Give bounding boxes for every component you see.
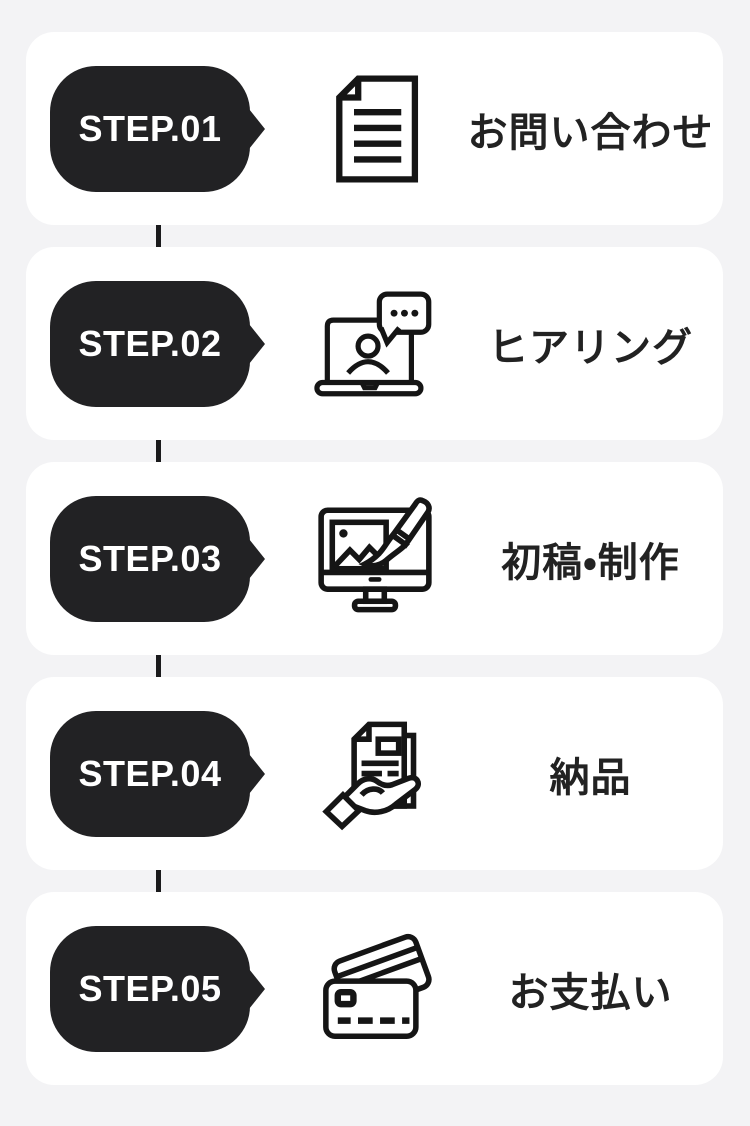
step-badge: STEP.03 [50, 495, 265, 622]
step-title: 初稿・制作 [501, 540, 680, 585]
step-badge-pill: STEP.01 [50, 65, 250, 192]
step-icon-box [310, 711, 440, 837]
step-title: お問い合わせ [467, 110, 714, 155]
process-flow: STEP.01 お問い合わせ STEP.02 [26, 32, 723, 1085]
step-connector [156, 655, 161, 677]
step-badge-arrow-icon [249, 968, 265, 1009]
step-card-4: STEP.04 納品 [26, 677, 723, 870]
design-monitor-icon [318, 496, 432, 612]
step-badge: STEP.02 [50, 280, 265, 407]
step-badge-label: STEP.02 [78, 322, 222, 364]
step-badge-pill: STEP.05 [50, 925, 250, 1052]
step-badge-pill: STEP.04 [50, 710, 250, 837]
step-badge-label: STEP.01 [78, 107, 222, 149]
step-badge-label: STEP.05 [78, 967, 222, 1009]
step-badge-arrow-icon [249, 538, 265, 579]
step-badge-arrow-icon [249, 108, 265, 149]
step-icon-box [310, 933, 440, 1044]
step-title: 納品 [549, 755, 632, 800]
laptop-chat-icon [314, 291, 432, 397]
step-card-3: STEP.03 初稿・制作 [26, 462, 723, 655]
step-badge: STEP.01 [50, 65, 265, 192]
credit-card-icon [323, 933, 432, 1040]
document-icon [336, 74, 419, 183]
step-badge-arrow-icon [249, 323, 265, 364]
step-card-1: STEP.01 お問い合わせ [26, 32, 723, 225]
step-badge-pill: STEP.03 [50, 495, 250, 622]
step-badge-pill: STEP.02 [50, 280, 250, 407]
step-badge: STEP.05 [50, 925, 265, 1052]
step-icon-box [310, 66, 440, 192]
step-icon-box [310, 495, 440, 623]
step-badge: STEP.04 [50, 710, 265, 837]
step-badge-arrow-icon [249, 753, 265, 794]
step-title: お支払い [508, 970, 673, 1015]
step-badge-label: STEP.04 [78, 752, 222, 794]
step-card-2: STEP.02 ヒアリング [26, 247, 723, 440]
step-card-5: STEP.05 お支払い [26, 892, 723, 1085]
step-connector [156, 870, 161, 892]
step-badge-label: STEP.03 [78, 537, 222, 579]
step-connector [156, 225, 161, 247]
step-connector [156, 440, 161, 462]
step-title: ヒアリング [488, 325, 693, 370]
hand-document-icon [322, 721, 421, 830]
step-icon-box [310, 280, 440, 407]
